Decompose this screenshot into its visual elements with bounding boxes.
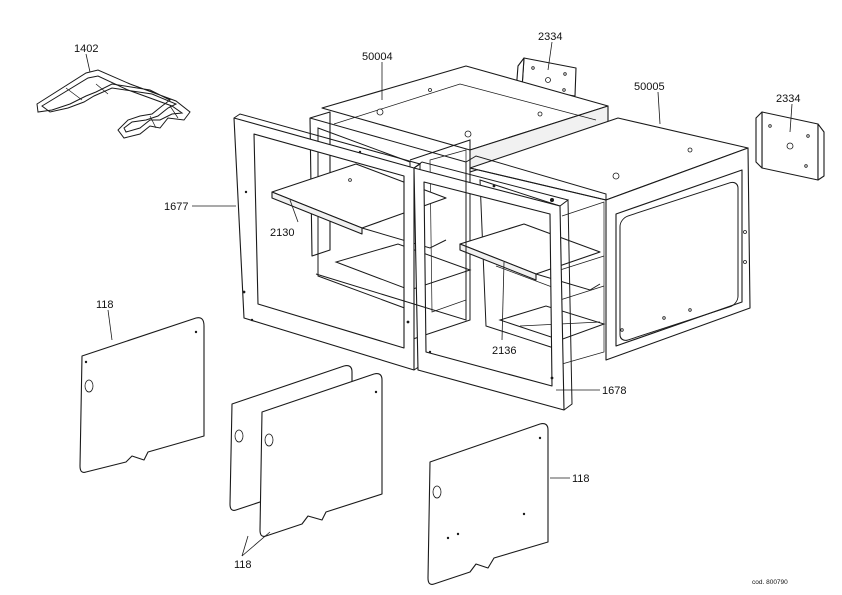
callout-labels: 1402 50004 2334 50005 2334 1677 2130 118… bbox=[74, 31, 800, 586]
rear-frame-edges bbox=[309, 117, 607, 321]
wire-rack-part bbox=[36, 69, 191, 139]
shelf-guide-2130 bbox=[271, 163, 447, 249]
callout-2334-right: 2334 bbox=[776, 93, 800, 105]
mounting-bracket-right bbox=[755, 111, 825, 181]
drawing-code: cod. 800790 bbox=[752, 579, 788, 586]
side-panel-118-left bbox=[79, 317, 205, 473]
callout-118-right: 118 bbox=[572, 473, 590, 485]
callout-50004: 50004 bbox=[362, 51, 393, 63]
callout-118-left: 118 bbox=[96, 299, 114, 311]
callout-1678: 1678 bbox=[602, 385, 626, 397]
front-frame-right bbox=[413, 161, 573, 411]
callout-1677: 1677 bbox=[164, 201, 188, 213]
leader-lines bbox=[85, 41, 793, 557]
callout-2334-top: 2334 bbox=[538, 31, 562, 43]
shelf-guide-2136 bbox=[459, 223, 601, 327]
callout-1402: 1402 bbox=[74, 43, 98, 55]
callout-118-bottom: 118 bbox=[234, 559, 252, 571]
oven-cavity-right bbox=[469, 117, 751, 361]
callout-2130: 2130 bbox=[270, 227, 294, 239]
side-panel-118-pair bbox=[229, 365, 383, 537]
side-panel-118-right bbox=[427, 423, 549, 585]
callout-50005: 50005 bbox=[634, 81, 665, 93]
callout-2136: 2136 bbox=[492, 345, 516, 357]
